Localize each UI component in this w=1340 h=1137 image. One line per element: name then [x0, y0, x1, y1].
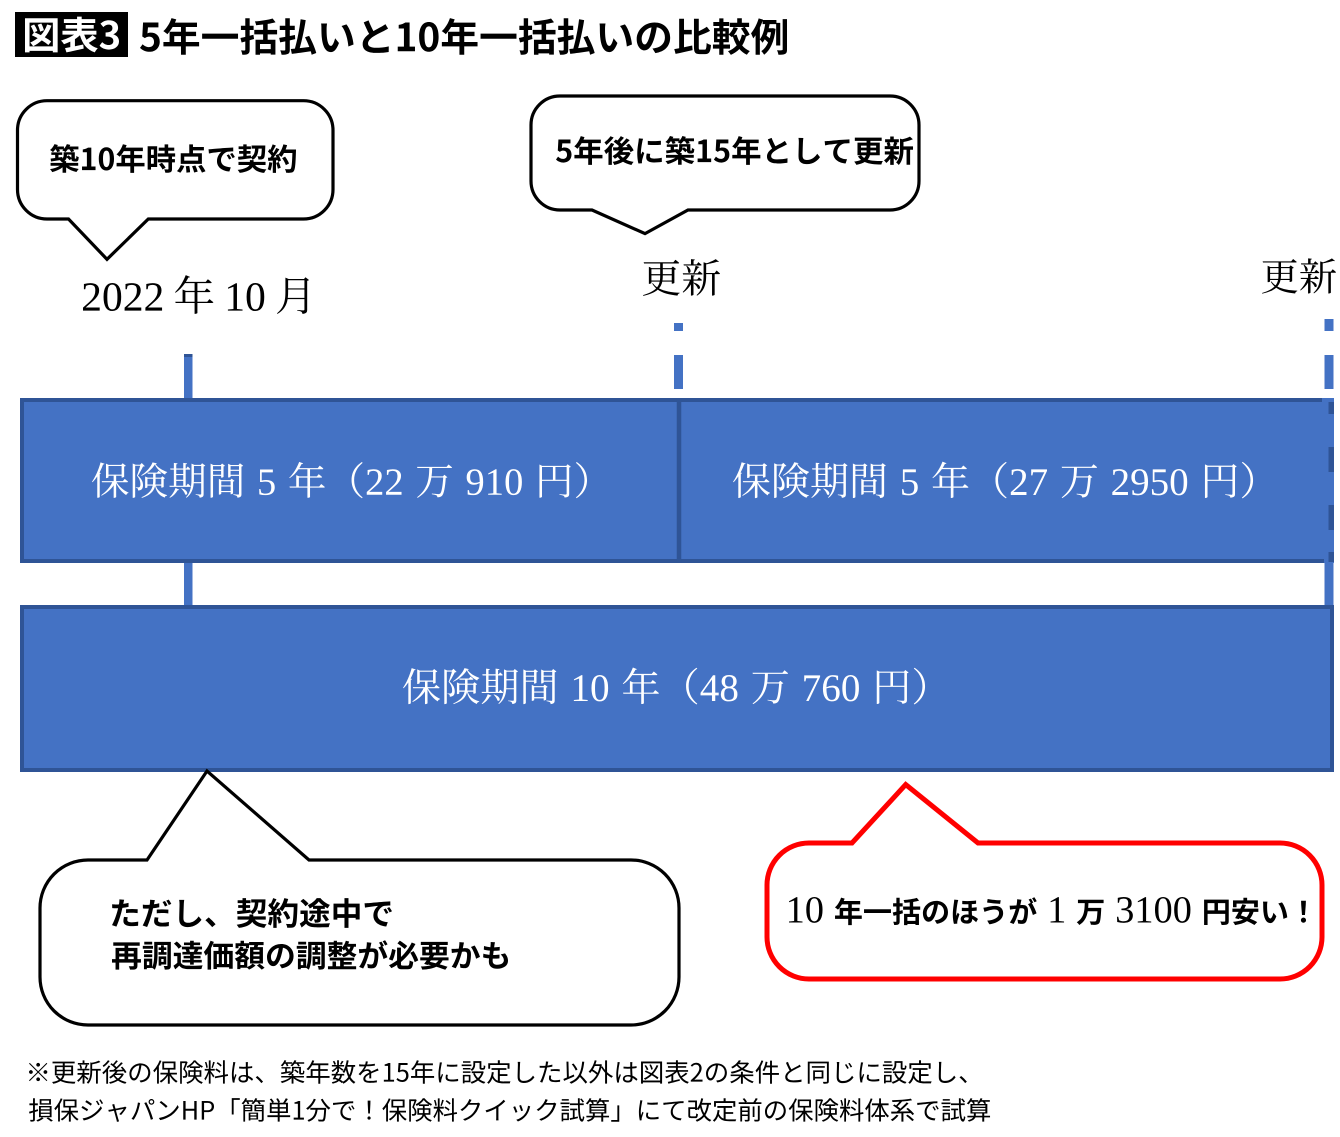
- timeline-start-label-text: [82, 275, 310, 314]
- tick-right-lower: [1324, 563, 1334, 605]
- tick-start: [184, 354, 193, 398]
- footnote-line2-text: [29, 1098, 991, 1122]
- callout-contract-bubble: [15, 99, 335, 262]
- bar-10year-border: [20, 605, 1334, 772]
- tick-mid-dash2: [674, 355, 683, 389]
- tick-right-dash2: [1324, 355, 1334, 389]
- bar-5year-border: [20, 398, 1324, 563]
- callout-renewal-bubble: [529, 94, 921, 236]
- tick-right-dash1: [1324, 319, 1334, 331]
- tick-start-cap: [184, 354, 193, 357]
- page-title-text: [139, 18, 788, 55]
- timeline-renewal-mid-text: [643, 259, 721, 296]
- timeline-ticks: [184, 319, 1334, 605]
- bar-10year-fill: [20, 605, 1334, 772]
- callout-caution-bubble: [38, 768, 681, 1027]
- tick-start-lower: [184, 563, 193, 605]
- bar-5year-right-dashed-border: [1328, 402, 1334, 562]
- footnote-line1-text: [29, 1060, 967, 1084]
- bar-5year: [20, 398, 1334, 563]
- bar-10year: [20, 605, 1334, 772]
- tick-mid-dash1: [674, 323, 683, 331]
- timeline-renewal-right-text: [1262, 258, 1336, 294]
- callout-savings-bubble: [764, 781, 1325, 982]
